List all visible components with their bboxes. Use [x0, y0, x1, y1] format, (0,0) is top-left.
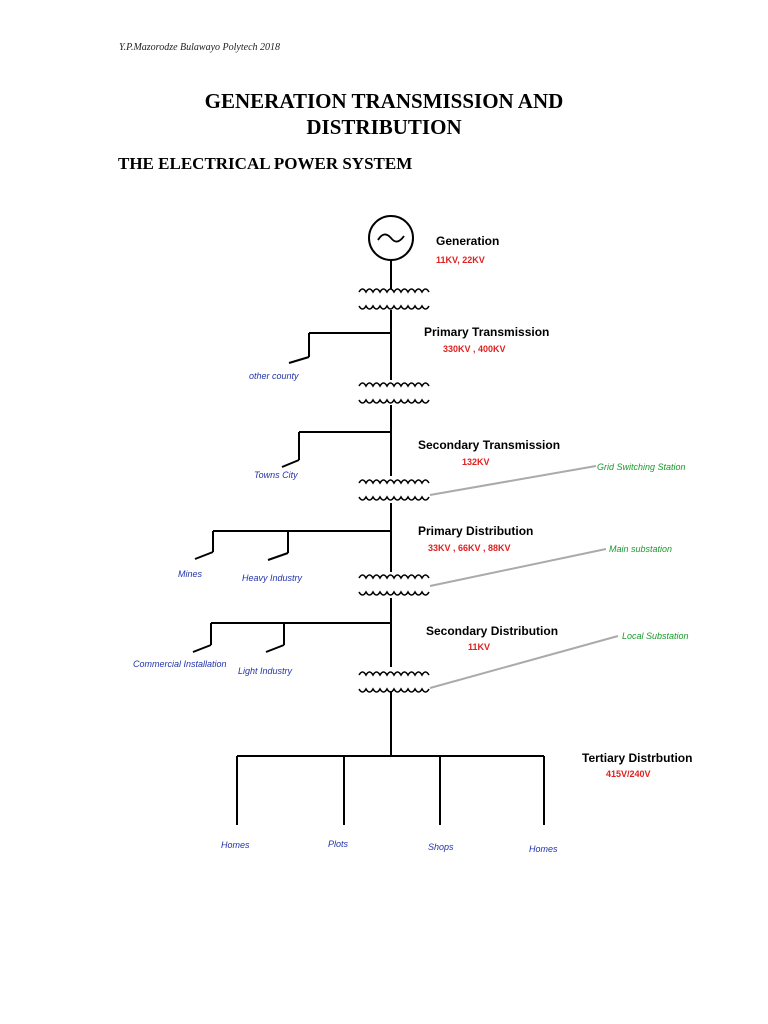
- transformer-1: [358, 288, 430, 310]
- section-title: THE ELECTRICAL POWER SYSTEM: [118, 154, 413, 173]
- load-other-county: other county: [249, 371, 299, 381]
- stage-generation-voltage: 11KV, 22KV: [436, 255, 485, 265]
- load-homes-1: Homes: [221, 840, 250, 850]
- stage-secondary-transmission-voltage: 132KV: [462, 457, 490, 467]
- stage-tertiary-distribution-label: Tertiary Distrbution: [582, 751, 692, 765]
- load-light-industry: Light Industry: [238, 666, 293, 676]
- pointer-main-substation: [429, 548, 607, 587]
- stage-generation-label: Generation: [436, 234, 499, 248]
- stage-secondary-distribution-voltage: 11KV: [468, 642, 490, 652]
- pointer-local-substation: [429, 635, 619, 689]
- stage-primary-distribution-label: Primary Distribution: [418, 524, 533, 538]
- load-heavy-industry: Heavy Industry: [242, 573, 303, 583]
- page-title-line-2: DISTRIBUTION: [306, 115, 462, 139]
- stage-secondary-distribution-label: Secondary Distribution: [426, 624, 558, 638]
- stage-primary-distribution-voltage: 33KV , 66KV , 88KV: [428, 543, 511, 553]
- station-local-substation: Local Substation: [622, 631, 689, 641]
- transformer-4: [358, 574, 430, 596]
- branch-other-county: [288, 332, 391, 364]
- load-mines: Mines: [178, 569, 203, 579]
- branch-mines-heavy-industry: [194, 530, 391, 561]
- station-grid-switching: Grid Switching Station: [597, 462, 686, 472]
- branch-towns-city: [281, 431, 391, 468]
- load-commercial-installation: Commercial Installation: [133, 659, 227, 669]
- page-title-line-1: GENERATION TRANSMISSION AND: [204, 89, 564, 113]
- pointer-grid-switching: [429, 465, 597, 496]
- transformer-2: [358, 382, 430, 404]
- load-homes-2: Homes: [529, 844, 558, 854]
- generator-symbol: [368, 215, 414, 261]
- stage-primary-transmission-voltage: 330KV , 400KV: [443, 344, 506, 354]
- author-credit: Y.P.Mazorodze Bulawayo Polytech 2018: [119, 42, 281, 53]
- stage-tertiary-distribution-voltage: 415V/240V: [606, 769, 651, 779]
- stage-primary-transmission-label: Primary Transmission: [424, 325, 549, 339]
- station-main-substation: Main substation: [609, 544, 672, 554]
- load-towns-city: Towns City: [254, 470, 298, 480]
- load-shops: Shops: [428, 842, 454, 852]
- transformer-5: [358, 671, 430, 693]
- page-title: GENERATION TRANSMISSION AND DISTRIBUTION: [0, 88, 768, 140]
- transformer-3: [358, 479, 430, 501]
- stage-secondary-transmission-label: Secondary Transmission: [418, 438, 560, 452]
- tertiary-busbar: [236, 755, 545, 825]
- branch-commercial-light-industry: [192, 622, 391, 653]
- load-plots: Plots: [328, 839, 349, 849]
